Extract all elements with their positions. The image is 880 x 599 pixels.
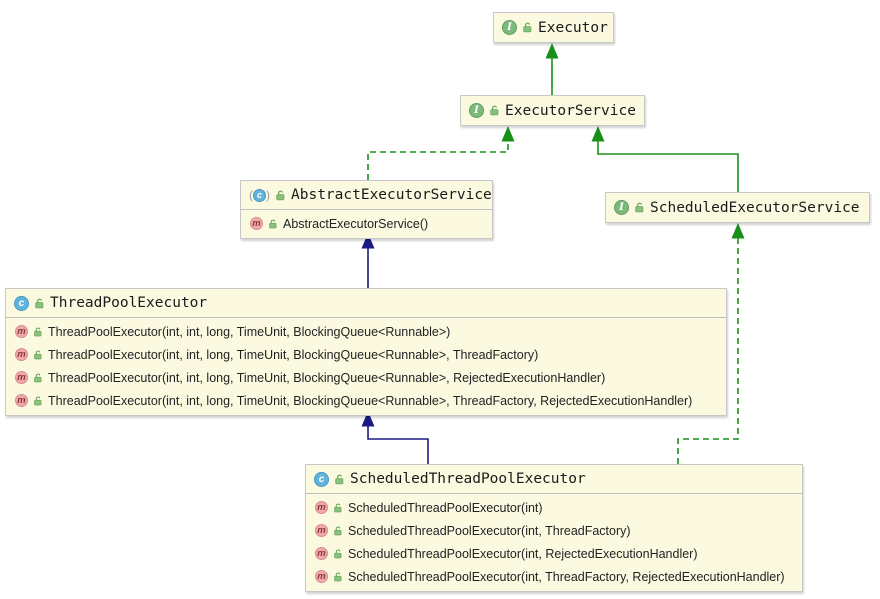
public-lock-icon — [35, 298, 44, 308]
member-row[interactable]: m ThreadPoolExecutor(int, int, long, Tim… — [6, 343, 726, 366]
method-icon: m — [250, 217, 263, 230]
member-row[interactable]: m ScheduledThreadPoolExecutor(int, Threa… — [306, 519, 802, 542]
public-lock-icon — [34, 350, 42, 359]
public-lock-icon — [334, 503, 342, 512]
abstract-class-icon: ( c ) — [249, 188, 270, 202]
member-row[interactable]: m ScheduledThreadPoolExecutor(int, Rejec… — [306, 542, 802, 565]
method-icon: m — [15, 325, 28, 338]
method-icon: m — [315, 501, 328, 514]
method-icon: m — [15, 394, 28, 407]
edge-scheduledthreadpoolexecutor-extends-threadpoolexecutor — [361, 411, 429, 464]
member-signature: ScheduledThreadPoolExecutor(int, Rejecte… — [348, 546, 698, 561]
member-signature: ScheduledThreadPoolExecutor(int, ThreadF… — [348, 569, 785, 584]
public-lock-icon — [523, 22, 532, 33]
public-lock-icon — [34, 396, 42, 405]
member-row[interactable]: m ScheduledThreadPoolExecutor(int, Threa… — [306, 565, 802, 588]
interface-icon: I — [614, 200, 629, 215]
class-title: Executor — [538, 19, 608, 36]
class-node-scheduledthreadpoolexecutor[interactable]: c ScheduledThreadPoolExecutor m Schedule… — [305, 464, 803, 592]
member-signature: ScheduledThreadPoolExecutor(int) — [348, 500, 543, 515]
class-title: ThreadPoolExecutor — [50, 295, 208, 311]
method-icon-letter: m — [17, 395, 26, 406]
member-row[interactable]: m ThreadPoolExecutor(int, int, long, Tim… — [6, 320, 726, 343]
class-header[interactable]: ( c ) AbstractExecutorService — [241, 181, 492, 209]
public-lock-icon — [334, 549, 342, 558]
abstract-paren: ( — [249, 188, 253, 202]
method-icon-letter: m — [317, 548, 326, 559]
method-icon-letter: m — [17, 372, 26, 383]
class-node-scheduledexecutorservice[interactable]: I ScheduledExecutorService — [605, 192, 870, 223]
method-icon-letter: m — [317, 525, 326, 536]
members-section: m AbstractExecutorService() — [241, 209, 492, 238]
method-icon-letter: m — [317, 571, 326, 582]
class-title: ScheduledThreadPoolExecutor — [350, 471, 586, 487]
method-icon: m — [315, 547, 328, 560]
class-title: AbstractExecutorService — [291, 187, 492, 203]
class-icon-letter: c — [318, 473, 325, 485]
member-signature: AbstractExecutorService() — [283, 216, 429, 231]
public-lock-icon — [335, 474, 344, 484]
method-icon: m — [315, 570, 328, 583]
interface-icon: I — [469, 103, 484, 118]
class-header[interactable]: I Executor — [494, 13, 613, 42]
public-lock-icon — [34, 373, 42, 382]
edge-abstractexecutorservice-implements-executorservice — [367, 126, 515, 180]
interface-icon-letter: I — [619, 202, 624, 213]
class-header[interactable]: c ThreadPoolExecutor — [6, 289, 726, 317]
members-section: m ScheduledThreadPoolExecutor(int) m Sch… — [306, 493, 802, 591]
class-icon: c — [314, 471, 329, 487]
method-icon: m — [15, 371, 28, 384]
interface-icon-letter: I — [474, 105, 479, 116]
member-signature: ThreadPoolExecutor(int, int, long, TimeU… — [48, 393, 693, 408]
class-header[interactable]: I ScheduledExecutorService — [606, 193, 869, 222]
class-icon: c — [14, 295, 29, 311]
class-node-executor[interactable]: I Executor — [493, 12, 614, 43]
public-lock-icon — [635, 202, 644, 213]
member-signature: ThreadPoolExecutor(int, int, long, TimeU… — [48, 347, 539, 362]
public-lock-icon — [269, 219, 277, 228]
method-icon-letter: m — [17, 326, 26, 337]
public-lock-icon — [34, 327, 42, 336]
method-icon: m — [315, 524, 328, 537]
edge-threadpoolexecutor-extends-abstractexecutorservice — [361, 233, 375, 288]
member-signature: ThreadPoolExecutor(int, int, long, TimeU… — [48, 324, 451, 339]
members-section: m ThreadPoolExecutor(int, int, long, Tim… — [6, 317, 726, 415]
class-node-abstractexecutorservice[interactable]: ( c ) AbstractExecutorService m Abstract… — [240, 180, 493, 239]
class-node-executorservice[interactable]: I ExecutorService — [460, 95, 645, 126]
class-icon-letter: c — [256, 190, 262, 200]
member-row[interactable]: m ScheduledThreadPoolExecutor(int) — [306, 496, 802, 519]
public-lock-icon — [276, 190, 285, 200]
class-title: ExecutorService — [505, 102, 636, 119]
class-header[interactable]: c ScheduledThreadPoolExecutor — [306, 465, 802, 493]
class-icon-letter: c — [18, 297, 25, 309]
interface-icon: I — [502, 20, 517, 35]
member-row[interactable]: m ThreadPoolExecutor(int, int, long, Tim… — [6, 366, 726, 389]
method-icon-letter: m — [17, 349, 26, 360]
public-lock-icon — [334, 572, 342, 581]
class-icon: c — [253, 188, 266, 202]
member-row[interactable]: m ThreadPoolExecutor(int, int, long, Tim… — [6, 389, 726, 412]
class-title: ScheduledExecutorService — [650, 199, 860, 216]
method-icon-letter: m — [317, 502, 326, 513]
edge-executorservice-extends-executor — [545, 43, 559, 95]
edge-scheduledexecutorservice-extends-executorservice — [591, 126, 739, 192]
member-signature: ScheduledThreadPoolExecutor(int, ThreadF… — [348, 523, 631, 538]
class-node-threadpoolexecutor[interactable]: c ThreadPoolExecutor m ThreadPoolExecuto… — [5, 288, 727, 416]
interface-icon-letter: I — [507, 22, 512, 33]
class-header[interactable]: I ExecutorService — [461, 96, 644, 125]
public-lock-icon — [334, 526, 342, 535]
method-icon-letter: m — [252, 218, 261, 229]
method-icon: m — [15, 348, 28, 361]
member-signature: ThreadPoolExecutor(int, int, long, TimeU… — [48, 370, 606, 385]
member-row[interactable]: m AbstractExecutorService() — [241, 212, 492, 235]
public-lock-icon — [490, 105, 499, 116]
abstract-paren: ) — [266, 188, 270, 202]
